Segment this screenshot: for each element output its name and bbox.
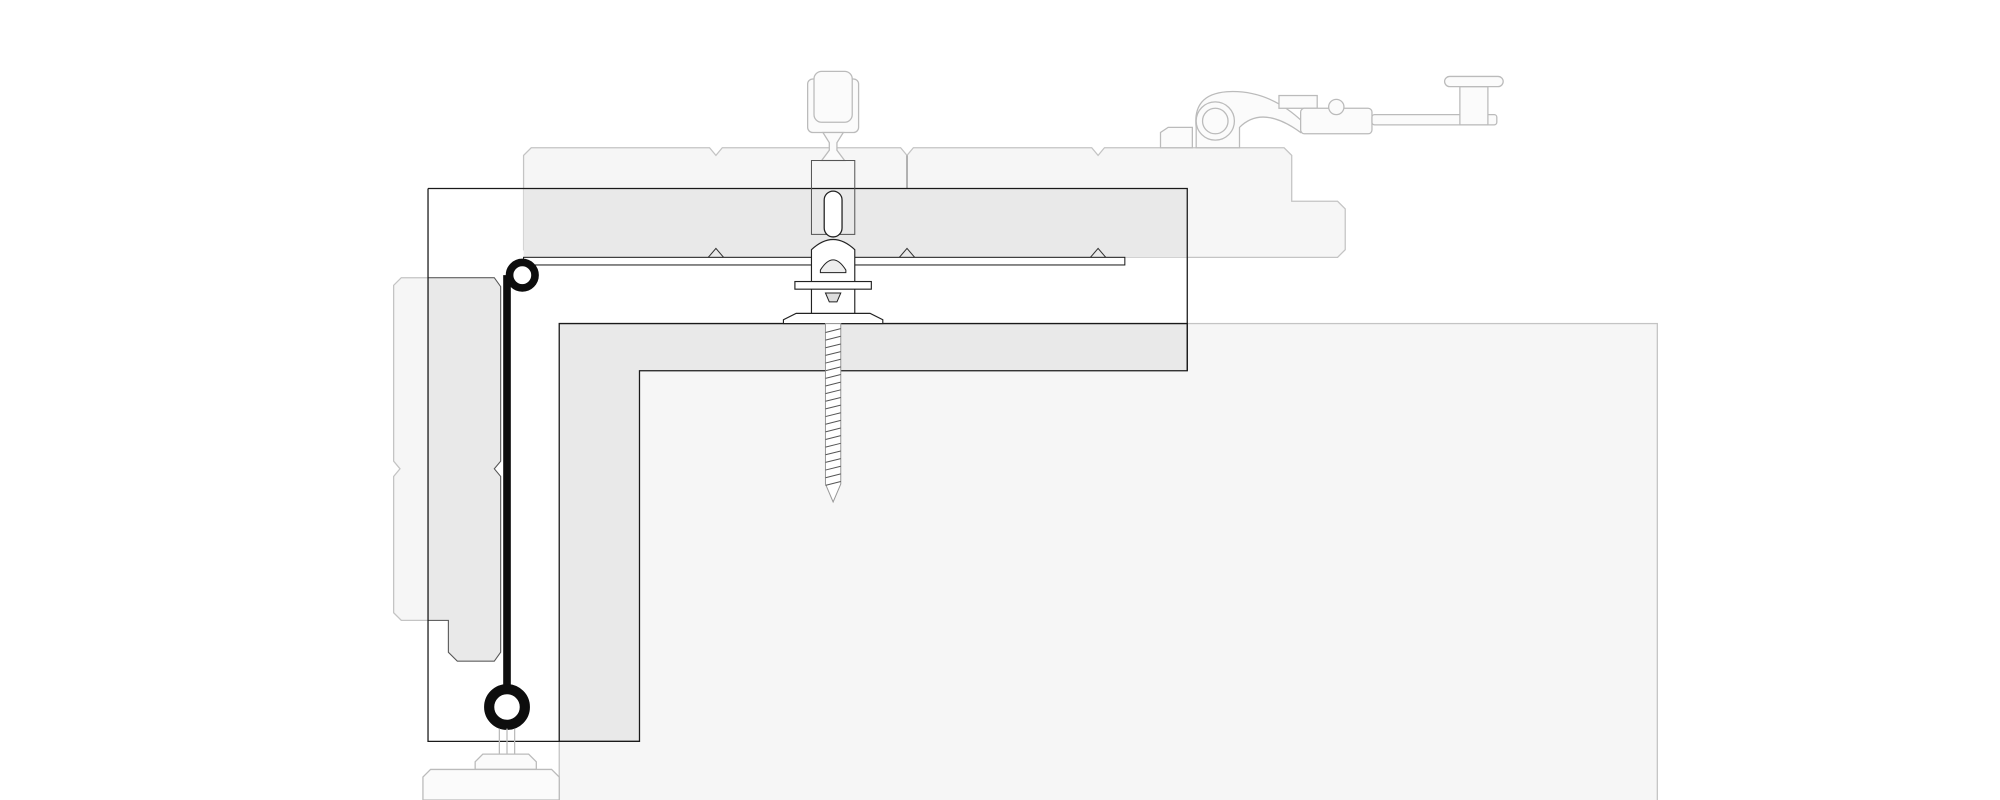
clip-body bbox=[810, 238, 856, 320]
thread-line bbox=[825, 465, 841, 471]
hinge-base bbox=[1159, 126, 1193, 149]
screw-thread bbox=[824, 323, 842, 504]
top-pin-head bbox=[813, 70, 853, 123]
thread-line bbox=[825, 396, 841, 402]
fitting-stem bbox=[498, 728, 516, 755]
thread-line bbox=[825, 481, 841, 486]
pin-neck bbox=[820, 131, 846, 162]
thread-line bbox=[825, 374, 841, 379]
hinge-knob bbox=[1328, 98, 1345, 116]
bottom-fitting bbox=[422, 728, 560, 800]
notches bbox=[707, 247, 1107, 258]
screw-assembly bbox=[782, 70, 884, 504]
top-board-inside bbox=[523, 188, 1188, 258]
thread-lines bbox=[825, 328, 841, 486]
cone bbox=[824, 292, 842, 303]
thread-line bbox=[825, 435, 841, 440]
thread-line bbox=[825, 427, 841, 433]
thread-line bbox=[825, 358, 841, 364]
clip-arch bbox=[819, 259, 847, 274]
thread-line bbox=[825, 458, 841, 463]
hinge-plate bbox=[1278, 94, 1318, 109]
bottom-eyelet bbox=[484, 684, 530, 730]
fitting-block bbox=[422, 768, 560, 800]
thread-line bbox=[825, 412, 841, 418]
outer-frame bbox=[427, 187, 1188, 743]
fitting-cap bbox=[474, 753, 537, 771]
back-panel bbox=[558, 322, 1658, 800]
thread-line bbox=[825, 442, 841, 448]
thread-line bbox=[825, 450, 841, 456]
thread-line bbox=[825, 328, 841, 333]
screw-head bbox=[782, 312, 884, 325]
thread-line bbox=[825, 351, 841, 356]
left-board-inside bbox=[427, 277, 502, 662]
washer bbox=[794, 280, 872, 290]
top-eyelet bbox=[505, 258, 539, 292]
hinge-top-knob bbox=[1443, 75, 1504, 88]
hinge bbox=[1159, 75, 1504, 149]
slot bbox=[823, 190, 843, 238]
thread-line bbox=[825, 473, 841, 479]
thread-line bbox=[825, 381, 841, 387]
thread-line bbox=[825, 404, 841, 410]
hinge-pivot-inner bbox=[1201, 107, 1229, 135]
thread-line bbox=[825, 389, 841, 395]
hinge-post bbox=[1459, 85, 1489, 126]
thread-line bbox=[825, 343, 841, 349]
thread-line bbox=[825, 419, 841, 425]
thread-line bbox=[825, 335, 841, 341]
thread-line bbox=[825, 366, 841, 372]
